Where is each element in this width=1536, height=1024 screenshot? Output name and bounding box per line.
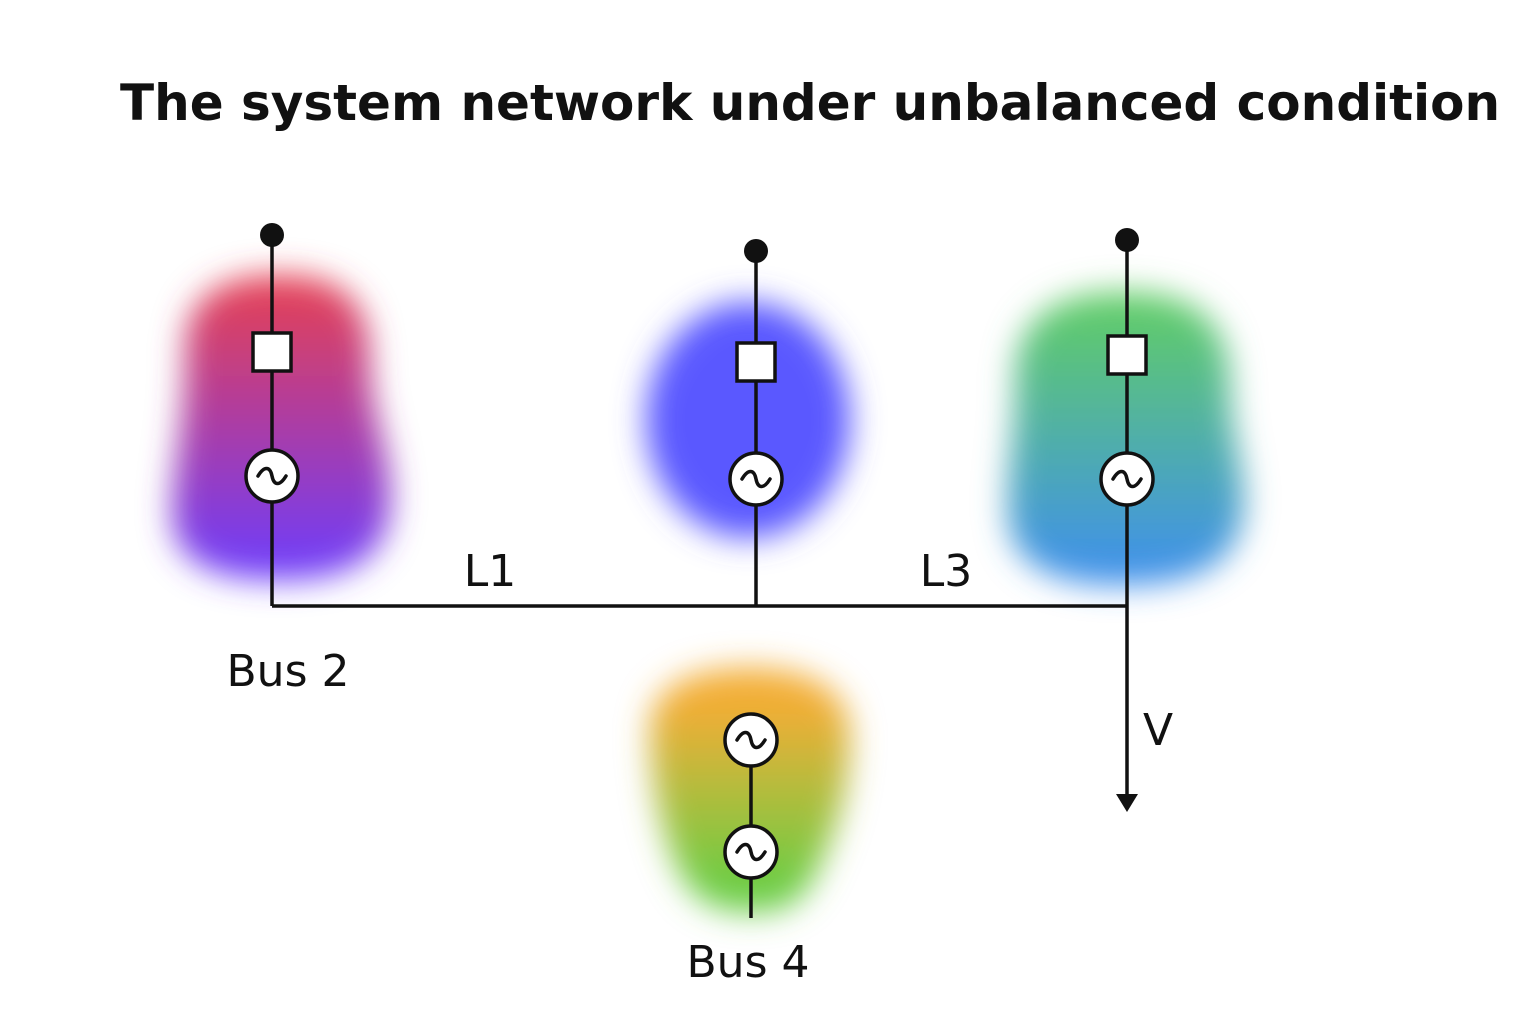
ac-source-icon-bus4-lower xyxy=(723,824,779,880)
terminal-dot-right xyxy=(1115,228,1139,252)
terminal-dot-left xyxy=(260,223,284,247)
line-label-l1: L1 xyxy=(464,546,517,597)
bus-label-4: Bus 4 xyxy=(687,937,810,988)
zone-blob-center xyxy=(646,302,850,538)
ac-source-icon-center xyxy=(728,451,784,507)
ac-source-icon-bus4-upper xyxy=(723,712,779,768)
zone-blob-left xyxy=(171,275,391,580)
breaker-box-center xyxy=(735,341,777,383)
diagram-title: The system network under unbalanced cond… xyxy=(120,74,1500,132)
load-label-v: V xyxy=(1143,705,1173,756)
line-label-l3: L3 xyxy=(920,546,973,597)
load-arrow-head xyxy=(1116,794,1138,812)
bus-label-2: Bus 2 xyxy=(227,646,350,697)
breaker-box-left xyxy=(251,331,293,373)
terminal-dot-center xyxy=(744,239,768,263)
ac-source-icon-right xyxy=(1099,451,1155,507)
ac-source-icon-left xyxy=(244,448,300,504)
breaker-box-right xyxy=(1106,334,1148,376)
